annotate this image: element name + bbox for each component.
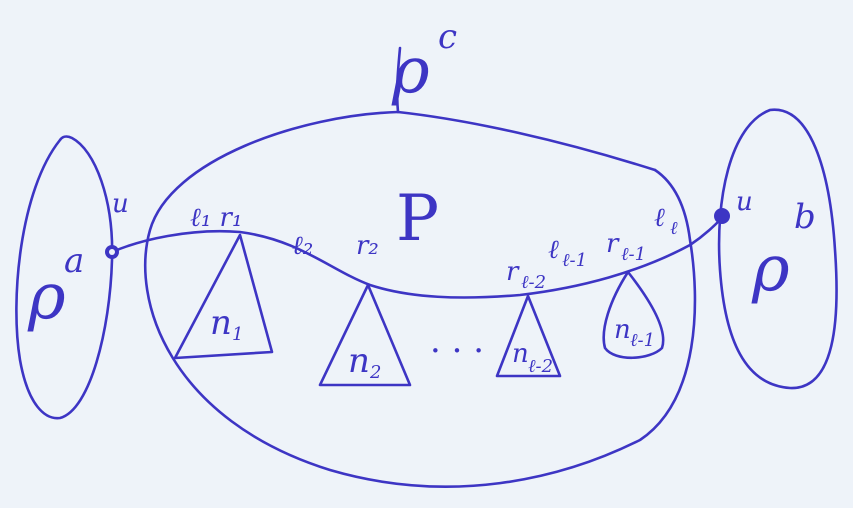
label-pa-sup: a <box>64 241 84 281</box>
label-l-lm1: ℓ <box>548 235 559 265</box>
subtree-nlm2-triangle <box>495 294 562 378</box>
label-r2: r₂ <box>356 231 379 261</box>
label-l-l-sub: ℓ <box>670 218 678 239</box>
label-nlm1: n <box>614 315 631 345</box>
label-P: P <box>396 182 439 256</box>
endpoint-v <box>714 208 730 224</box>
subtree-nlm1-triangle <box>602 270 665 360</box>
label-pb: ρ <box>751 232 790 306</box>
label-n1-sub: 1 <box>232 324 243 345</box>
label-nlm2: n <box>512 339 529 369</box>
label-v: u <box>736 187 753 217</box>
label-pa: ρ <box>27 260 66 334</box>
label-r-lm2-sub: ℓ-2 <box>521 272 546 293</box>
region-pc-top-right-arc <box>396 110 657 172</box>
subtree-n1-triangle <box>173 233 274 360</box>
region-pc-outline <box>143 110 697 488</box>
label-l-lm1-sub: ℓ-1 <box>562 250 587 271</box>
label-n2-sub: 2 <box>369 362 381 383</box>
path-P <box>110 216 724 299</box>
label-l1-r1: ℓ₁ r₁ <box>190 203 242 233</box>
label-l-l: ℓ <box>654 203 665 233</box>
subtree-n2-triangle <box>318 283 412 387</box>
endpoint-u-center <box>109 249 115 255</box>
label-dots: · · · <box>430 331 484 371</box>
label-nlm1-sub: ℓ-1 <box>630 330 655 351</box>
label-u: u <box>112 189 129 219</box>
label-l2: ℓ₂ <box>292 231 313 261</box>
label-n1: n <box>210 303 232 343</box>
label-n2: n <box>348 341 370 381</box>
region-pc-stem <box>395 46 402 114</box>
label-r-lm2: r <box>506 257 520 287</box>
region-pb-outline <box>717 108 838 390</box>
label-r-lm1-sub: ℓ-1 <box>621 244 646 265</box>
label-pc: ρ <box>391 34 430 108</box>
label-pc-sup: c <box>438 17 457 57</box>
label-r-lm1: r <box>606 229 620 259</box>
region-pa-outline <box>15 135 114 420</box>
label-nlm2-sub: ℓ-2 <box>528 356 553 377</box>
label-pb-sup: b <box>794 197 816 237</box>
